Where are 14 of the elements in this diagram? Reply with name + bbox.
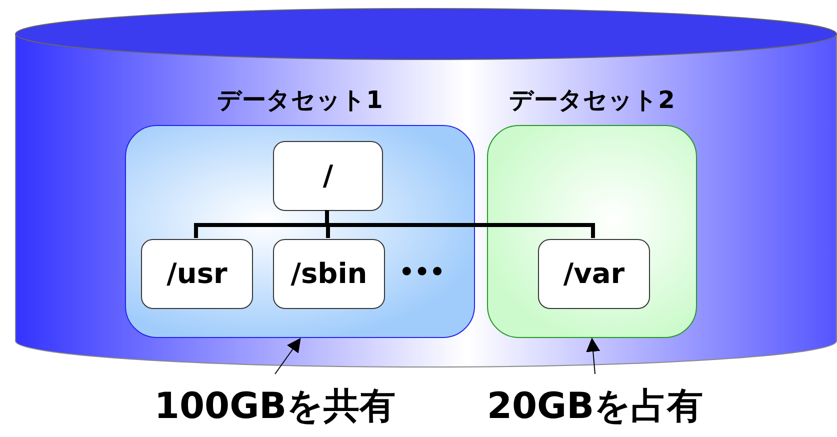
directory-path: / — [322, 158, 334, 194]
directory-box — [273, 141, 383, 211]
dataset-heading: データセット2 — [509, 85, 675, 116]
directory-path: /sbin — [290, 256, 368, 292]
directory-path: /usr — [166, 256, 228, 292]
capacity-note: 20GBを占有 — [450, 380, 740, 434]
directory-path: /var — [563, 256, 625, 292]
capacity-note: 100GBを共有 — [120, 380, 430, 434]
directory-box — [141, 239, 253, 309]
directory-box — [273, 239, 385, 309]
arrow — [586, 338, 600, 374]
ellipsis-dots: ••• — [398, 257, 446, 288]
directory-box — [538, 239, 650, 309]
dataset-heading: データセット1 — [217, 85, 383, 116]
